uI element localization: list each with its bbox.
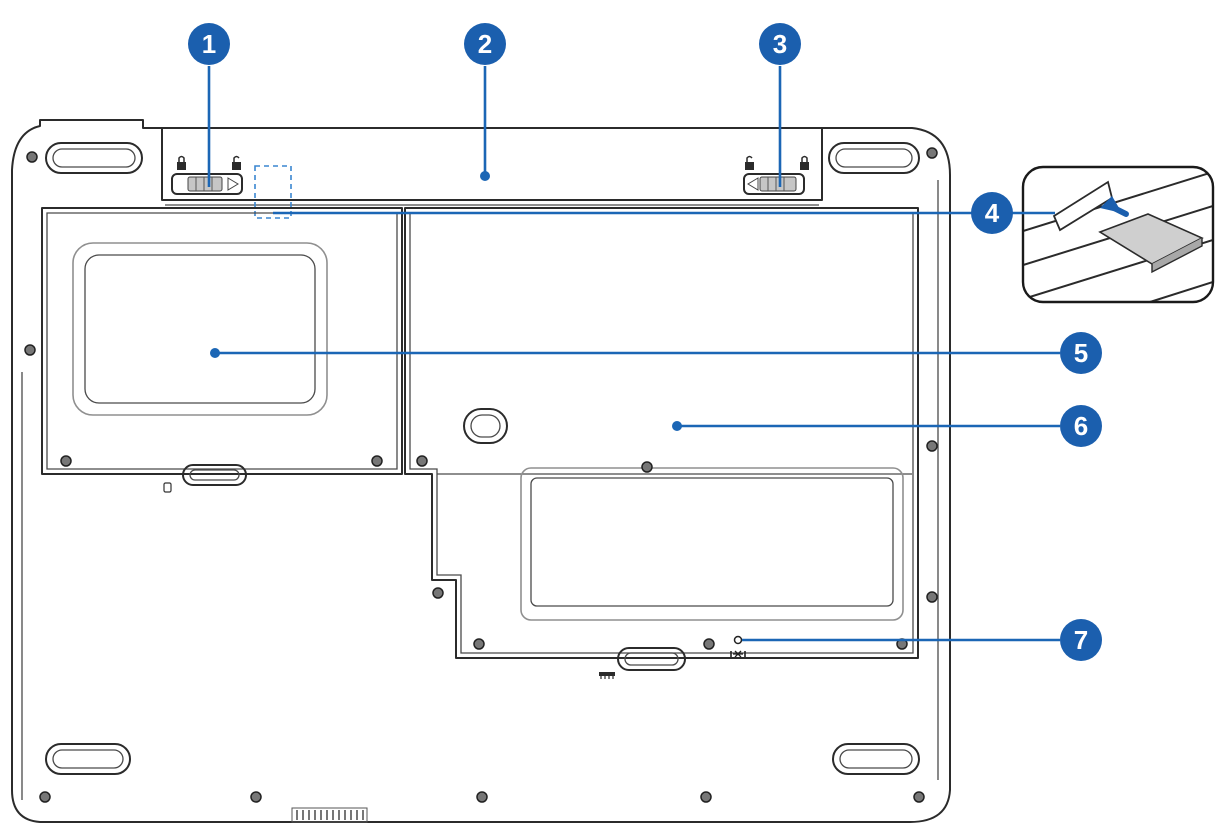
reset-button[interactable] [730, 635, 746, 658]
battery-connector-area [254, 165, 292, 219]
screw-icon [641, 461, 653, 473]
screw-icon [476, 791, 488, 803]
screw-icon [700, 791, 712, 803]
hard-disk-compartment [41, 207, 403, 493]
laptop-body-outline [11, 119, 951, 823]
unlock-icon [745, 155, 754, 170]
battery-pack [161, 127, 823, 219]
foot-pad-icon [832, 743, 920, 775]
battery-lock-manual[interactable] [743, 155, 809, 195]
screw-icon [432, 587, 444, 599]
callout-badge-1: 1 [188, 23, 230, 65]
screw-icon [926, 591, 938, 603]
callout-badge-7: 7 [1060, 619, 1102, 661]
reset-icon [730, 650, 746, 658]
svg-text:5: 5 [1074, 338, 1088, 368]
memory-compartment [404, 207, 919, 679]
svg-text:7: 7 [1074, 625, 1088, 655]
foot-pad-icon [828, 142, 920, 174]
memory-icon [599, 672, 615, 679]
callout-dot-5 [210, 348, 220, 358]
unlock-icon [232, 155, 241, 170]
callout-dot-6 [672, 421, 682, 431]
svg-text:3: 3 [773, 29, 787, 59]
screw-icon [39, 791, 51, 803]
callout-badge-3: 3 [759, 23, 801, 65]
callout-badge-4: 4 [971, 192, 1013, 234]
svg-text:1: 1 [202, 29, 216, 59]
battery-connector-inset [1021, 165, 1215, 304]
callout-badge-6: 6 [1060, 405, 1102, 447]
callout-lines [207, 66, 1060, 642]
screw-icon [703, 638, 715, 650]
screw-icon [24, 344, 36, 356]
screw-icon [926, 147, 938, 159]
screw-icon [913, 791, 925, 803]
callout-badge-5: 5 [1060, 332, 1102, 374]
screw-icon [371, 455, 383, 467]
screw-icon [473, 638, 485, 650]
foot-pad-icon [45, 743, 131, 775]
screw-icon [26, 151, 38, 163]
foot-pad-icon [45, 142, 143, 174]
lock-icon [800, 155, 809, 170]
vent-icon [291, 807, 368, 823]
hard-drive-icon [163, 482, 172, 493]
battery-lock-spring[interactable] [171, 155, 243, 195]
arrow-icon [1100, 196, 1129, 217]
svg-text:2: 2 [478, 29, 492, 59]
screw-icon [926, 440, 938, 452]
callout-badge-2: 2 [464, 23, 506, 65]
screws [24, 147, 938, 803]
screw-icon [60, 455, 72, 467]
callout-dot-2 [480, 171, 490, 181]
svg-text:4: 4 [985, 198, 1000, 228]
screw-icon [250, 791, 262, 803]
screw-icon [416, 455, 428, 467]
lock-icon [177, 155, 186, 170]
svg-text:6: 6 [1074, 411, 1088, 441]
